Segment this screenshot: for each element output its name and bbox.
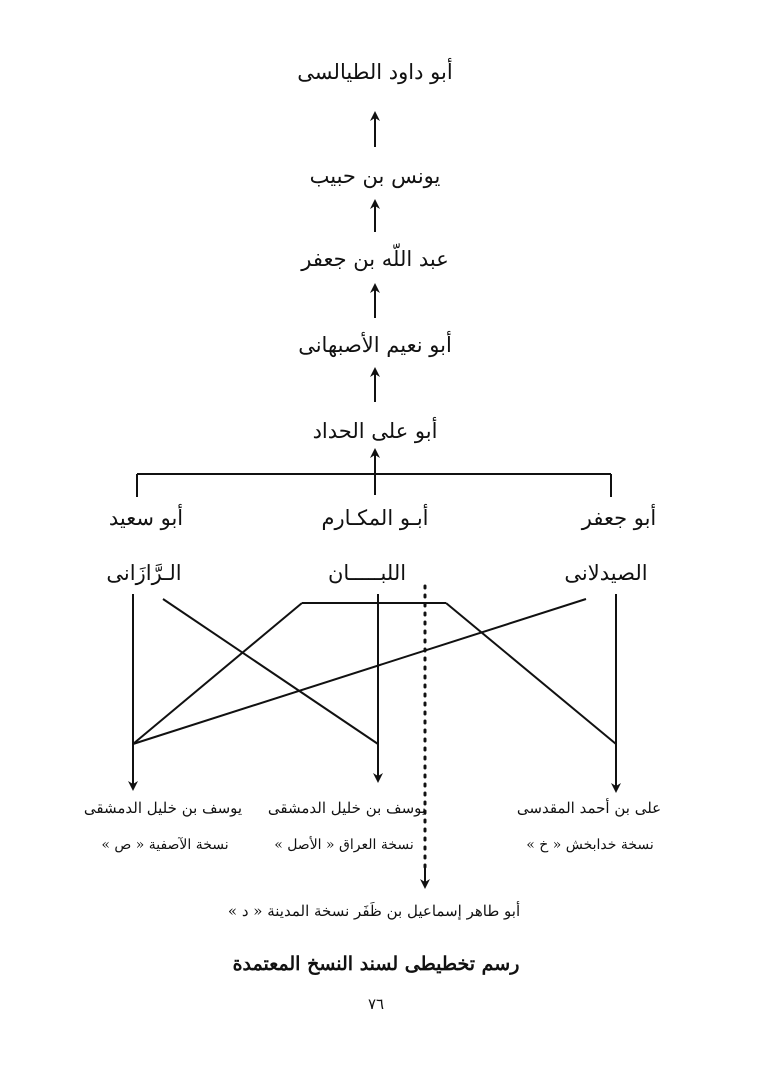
branch-right-kunya: أبو جعفر — [581, 506, 657, 530]
trapezoid-left — [132, 602, 303, 745]
page-number: ٧٦ — [367, 995, 385, 1013]
chain-node-4: أبو نعيم الأصبهانى — [298, 333, 452, 357]
manuscript-right-name: على بن أحمد المقدسى — [516, 799, 662, 817]
chain-node-5: أبو على الحداد — [312, 419, 438, 443]
chain-node-3: عبد اللّه بن جعفر — [301, 247, 449, 271]
branch-left-nisba: الـرَّازَانى — [106, 561, 182, 585]
razani-to-center — [162, 598, 379, 745]
branch-center-kunya: أبـو المكـارم — [321, 506, 429, 530]
manuscript-left-copy: نسخة الآصفية « ص » — [101, 837, 229, 853]
manuscript-right-copy: نسخة خدابخش « خ » — [526, 837, 654, 853]
caption: رسم تخطيطى لسند النسخ المعتمدة — [232, 953, 520, 975]
branch-center-nisba: اللبـــــان — [327, 561, 407, 585]
manuscript-center-name: يوسف بن خليل الدمشقى — [267, 799, 427, 817]
dotted-line-target: أبو طاهر إسماعيل بن ظَفَر نسخة المدينة «… — [227, 902, 521, 920]
saydalani-to-left — [132, 598, 587, 745]
trapezoid-right — [445, 602, 617, 745]
branch-right-nisba: الصيدلانى — [564, 561, 648, 585]
chain-node-2: يونس بن حبيب — [309, 164, 441, 188]
manuscript-center-copy: نسخة العراق « الأصل » — [274, 837, 414, 853]
chain-node-1: أبو داود الطيالسى — [297, 60, 453, 84]
branch-left-kunya: أبو سعيد — [108, 506, 184, 530]
manuscript-left-name: يوسف بن خليل الدمشقى — [83, 799, 243, 817]
